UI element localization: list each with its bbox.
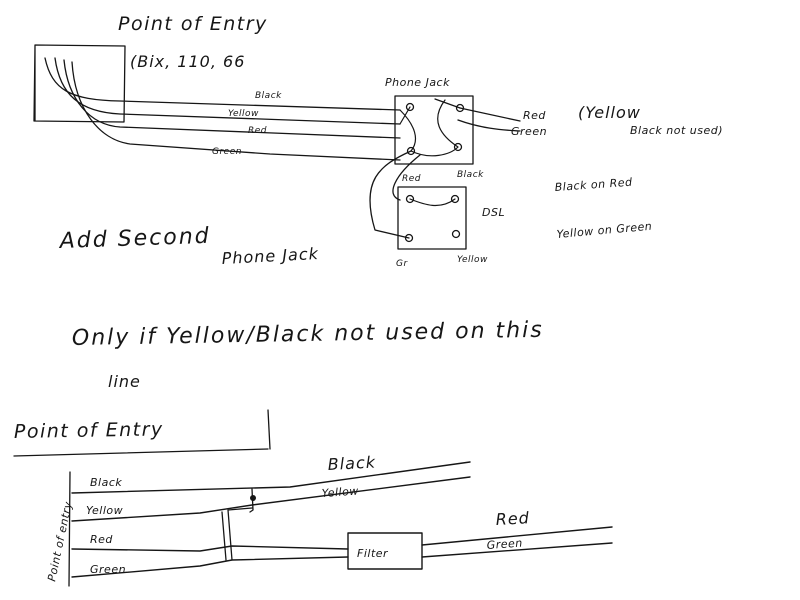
filter-box <box>347 532 423 570</box>
out-green-label: Green <box>511 125 547 138</box>
filter-label: Filter <box>357 547 389 560</box>
dsl-jack <box>397 186 467 250</box>
dsl-terminal-red <box>405 194 415 204</box>
middle-note: Only if Yellow/Black not used on this li… <box>72 318 544 391</box>
jack-output-wires <box>457 107 521 132</box>
label-yellow: Yellow <box>228 109 259 119</box>
dsl-red-label: Red <box>402 174 421 184</box>
right-label-green: Green <box>486 537 523 552</box>
top-diagram: Point of Entry (Bix, 110, 66 Black Yello… <box>33 13 723 269</box>
middle-note-line-1: Only if Yellow/Black not used on this <box>72 318 544 351</box>
entry-bar <box>68 471 71 587</box>
jack-internal-wiring <box>399 98 461 157</box>
terminal-bl <box>406 146 416 156</box>
label-green: Green <box>212 147 242 157</box>
right-label-red: Red <box>495 508 530 529</box>
dsl-label: DSL <box>482 206 505 219</box>
wire-red <box>63 59 401 139</box>
label-black: Black <box>255 91 282 101</box>
right-label-black: Black <box>327 452 376 474</box>
top-subtitle: (Bix, 110, 66 <box>130 52 245 71</box>
dsl-terminal-black <box>450 194 460 204</box>
dsl-yellow-label: Yellow <box>457 255 488 265</box>
phone-jack <box>394 95 474 165</box>
dsl-gr-label: Gr <box>396 259 408 269</box>
dsl-terminal-gr <box>404 233 414 243</box>
middle-note-line-2: line <box>108 372 141 391</box>
bottom-wire-black <box>71 461 471 494</box>
wire-green <box>71 61 401 161</box>
splice-dot <box>250 495 256 501</box>
left-label-black: Black <box>90 476 122 489</box>
entry-block <box>33 44 126 123</box>
note-line-1: (Yellow <box>578 103 641 122</box>
terminal-br <box>453 142 463 152</box>
second-jack-feed <box>369 150 421 239</box>
terminal-tl <box>405 102 415 112</box>
label-red: Red <box>248 126 267 136</box>
right-label-yellow: Yellow <box>321 484 359 500</box>
top-title: Point of Entry <box>118 13 268 35</box>
left-label-red: Red <box>90 533 113 546</box>
bottom-diagram: Point of Entry Point of entry Black Yell… <box>13 409 613 587</box>
bottom-title-tick <box>267 409 271 450</box>
bottom-wire-red <box>71 545 349 552</box>
dsl-black-label: Black <box>457 170 484 180</box>
phone-jack-label: Phone Jack <box>385 76 450 89</box>
bottom-wire-green <box>71 556 349 578</box>
vertical-entry-label: Point of entry <box>45 500 75 582</box>
bottom-title-underline <box>13 448 269 457</box>
add-second-line-1: Add Second <box>57 224 211 254</box>
wire-black <box>44 57 401 111</box>
bottom-title: Point of Entry <box>14 418 164 443</box>
out-wire-red <box>421 526 613 546</box>
bottom-wire-yellow <box>71 476 471 522</box>
side-note-yellow-on-green: Yellow on Green <box>556 220 653 241</box>
bridge-connections <box>221 488 254 561</box>
out-red-label: Red <box>523 109 546 122</box>
add-second-line-2: Phone Jack <box>221 244 319 268</box>
terminal-tr <box>455 103 465 113</box>
side-note-black-on-red: Black on Red <box>554 176 633 194</box>
out-wire-green <box>421 542 613 558</box>
left-label-yellow: Yellow <box>86 504 123 517</box>
dsl-internal-wiring <box>409 198 456 207</box>
note-line-2: Black not used) <box>630 124 723 137</box>
dsl-terminal-yellow <box>451 229 461 239</box>
